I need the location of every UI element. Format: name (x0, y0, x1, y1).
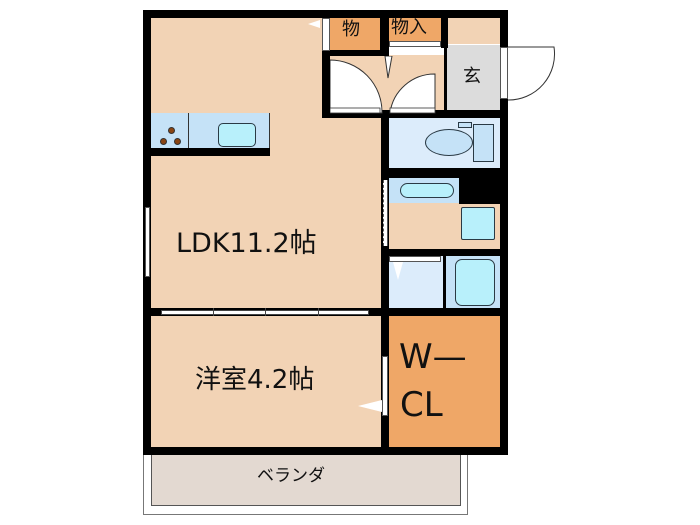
washroom-sliding-door[interactable] (383, 180, 388, 246)
washbasin-icon (400, 183, 454, 198)
stove-burner-icon (168, 127, 175, 134)
western-room-label: 洋室4.2帖 (195, 365, 315, 395)
sliding-door-mark (265, 308, 266, 316)
wall-ldk-right (381, 110, 389, 455)
storage-closet-door[interactable] (389, 41, 441, 47)
bathtub-icon (455, 259, 495, 306)
wall-toilet-bottom (381, 168, 508, 178)
toilet-lid-icon (458, 122, 472, 128)
wall-bath-divider (443, 256, 446, 309)
walk-in-closet-door[interactable] (382, 356, 388, 416)
sliding-door-mark (213, 308, 214, 316)
stove-burner-icon (160, 138, 167, 145)
storage-closet (389, 17, 441, 41)
balcony-label: ベランダ (257, 466, 325, 486)
counter-divider (188, 113, 189, 148)
hall-double-door-icon[interactable] (330, 56, 445, 114)
toilet-tank-icon (473, 124, 494, 162)
wall-entry-left (444, 45, 447, 111)
western-room-floor (150, 316, 382, 447)
entrance-upper-floor (448, 17, 500, 44)
storage-small (330, 17, 380, 50)
storage-closet-label: 物入 (391, 17, 427, 38)
entrance-door-swing-icon[interactable] (508, 44, 558, 104)
entrance-door-frame[interactable] (500, 47, 508, 99)
kitchen-counter-base (151, 148, 270, 156)
wall-hall-bottom (322, 110, 508, 118)
washing-machine-icon (461, 207, 495, 240)
wall-wash-bottom (381, 249, 508, 256)
door-direction-marker-icon (393, 262, 403, 280)
outer-wall-bottom (143, 447, 508, 455)
ldk-label: LDK11.2帖 (176, 228, 317, 259)
wall-storage-left (322, 10, 330, 118)
walk-in-closet-label-line1: W— (399, 337, 467, 377)
entrance-label: 玄 (463, 66, 481, 87)
walk-in-closet-label-line2: CL (400, 385, 443, 425)
wall-storage-bottom (322, 50, 389, 56)
sliding-door-mark (318, 308, 319, 316)
kitchen-sink-icon (218, 123, 256, 147)
door-direction-marker-icon (308, 20, 320, 28)
entrance-floor (446, 45, 500, 111)
wall-closet-right (441, 10, 448, 48)
walk-in-closet (389, 316, 500, 447)
outer-wall-right (500, 10, 508, 455)
wall-pipe-shaft (459, 168, 508, 204)
door-direction-marker-icon (358, 400, 382, 412)
balcony (151, 455, 461, 506)
bathroom-door[interactable] (389, 256, 441, 262)
storage-small-label: 物 (342, 19, 360, 40)
wall-storage-divider (380, 10, 389, 56)
storage-small-door[interactable] (322, 18, 330, 51)
toilet-bowl-icon (425, 129, 473, 156)
stove-burner-icon (174, 138, 181, 145)
ldk-window[interactable] (145, 207, 150, 277)
